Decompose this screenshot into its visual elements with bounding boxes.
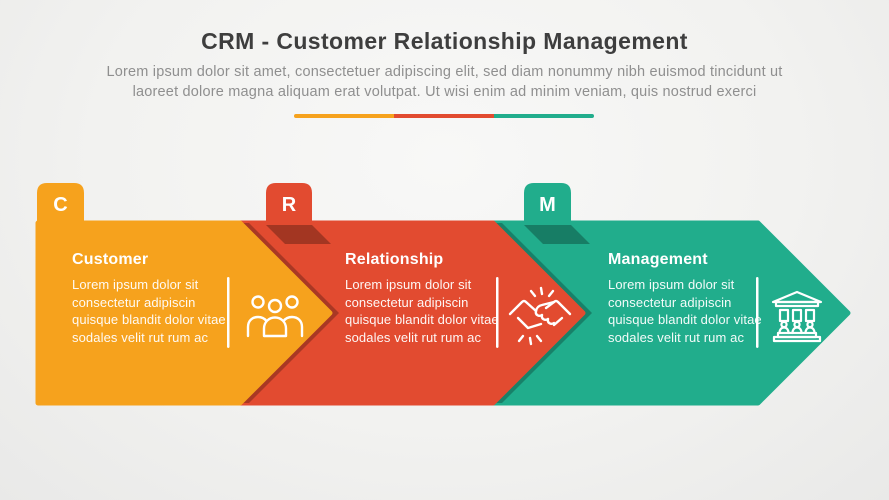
management-separator-line	[756, 277, 759, 348]
relationship-tab-fold-shadow	[266, 225, 331, 244]
divider-segment-red	[394, 114, 494, 118]
bank-building-icon	[771, 290, 823, 343]
management-tab-fold-shadow	[524, 225, 590, 244]
management-description: Lorem ipsum dolor sit consectetur adipis…	[608, 277, 762, 345]
customer-title: Customer	[72, 251, 149, 268]
management-tab-shape	[524, 183, 571, 229]
relationship-tab-shape	[266, 183, 312, 229]
customer-tab-shape	[37, 183, 84, 229]
customer-description: Lorem ipsum dolor sit consectetur adipis…	[72, 277, 226, 345]
page-subtitle: Lorem ipsum dolor sit amet, consectetuer…	[106, 64, 783, 100]
management-title: Management	[608, 251, 708, 268]
relationship-separator-line	[496, 277, 499, 348]
tricolor-divider	[294, 114, 594, 118]
customer-separator-line	[227, 277, 230, 348]
customer-tab-letter: C	[53, 194, 68, 216]
people-group-icon	[246, 295, 304, 338]
customer-arrow-shape	[35, 220, 333, 406]
page-title: CRM - Customer Relationship Management	[201, 28, 688, 54]
relationship-description: Lorem ipsum dolor sit consectetur adipis…	[345, 277, 499, 345]
handshake-icon	[508, 286, 572, 346]
management-tab-letter: M	[539, 194, 556, 216]
relationship-tab-letter: R	[281, 194, 297, 216]
divider-segment-teal	[494, 114, 594, 118]
divider-segment-orange	[294, 114, 394, 118]
relationship-title: Relationship	[345, 251, 444, 268]
